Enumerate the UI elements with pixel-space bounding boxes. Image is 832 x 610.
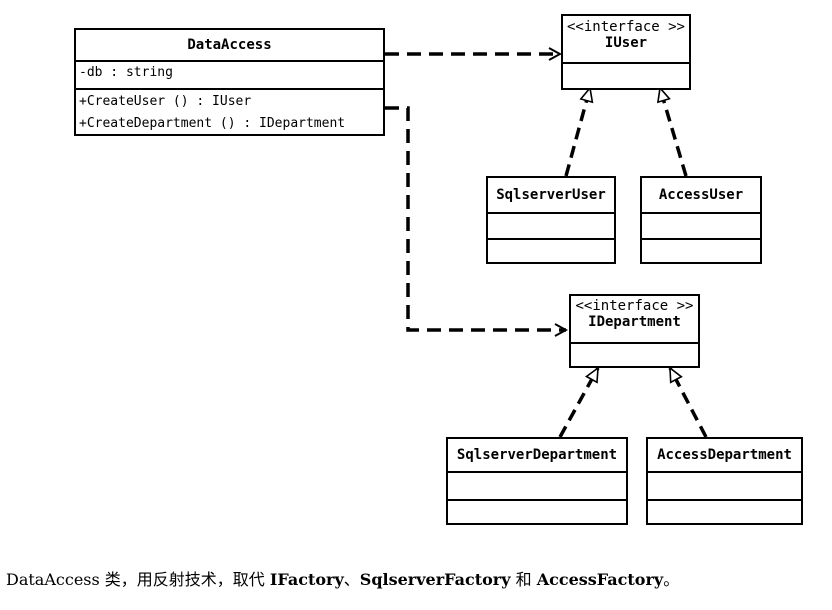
class-sqlserverdepartment-name: SqlserverDepartment bbox=[456, 447, 618, 463]
class-accessdepartment-name: AccessDepartment bbox=[657, 447, 792, 463]
class-accessuser: AccessUser bbox=[640, 176, 762, 264]
class-sqlserveruser: SqlserverUser bbox=[486, 176, 616, 264]
realization-sqlserverdept-idepartment bbox=[558, 366, 600, 438]
caption-text: DataAccess 类，用反射技术，取代 bbox=[6, 570, 270, 589]
interface-iuser-name: IUser bbox=[604, 35, 648, 51]
dependency-dataaccess-idepartment bbox=[385, 106, 566, 330]
stereotype-label: <<interface >> bbox=[575, 298, 694, 314]
class-accessuser-name: AccessUser bbox=[658, 187, 744, 203]
realization-accessdept-idepartment bbox=[668, 366, 708, 438]
caption-and: 和 bbox=[510, 570, 537, 589]
stereotype-label: <<interface >> bbox=[566, 19, 685, 35]
figure-caption: DataAccess 类，用反射技术，取代 IFactory、Sqlserver… bbox=[6, 566, 826, 590]
interface-idepartment: <<interface >> IDepartment bbox=[569, 294, 700, 368]
class-accessdepartment: AccessDepartment bbox=[646, 437, 803, 525]
realization-sqlserveruser-iuser bbox=[564, 86, 594, 177]
caption-separator: 、 bbox=[343, 570, 360, 589]
operation-create-department: +CreateDepartment () : IDepartment bbox=[79, 116, 346, 131]
class-dataaccess: DataAccess -db : string +CreateUser () :… bbox=[74, 28, 385, 136]
operation-create-user: +CreateUser () : IUser bbox=[79, 94, 252, 109]
caption-sqlserverfactory: SqlserverFactory bbox=[359, 570, 511, 589]
interface-iuser: <<interface >> IUser bbox=[561, 14, 691, 90]
realization-accessuser-iuser bbox=[656, 86, 688, 177]
interface-idepartment-name: IDepartment bbox=[588, 314, 681, 330]
caption-accessfactory: AccessFactory bbox=[536, 570, 664, 589]
class-sqlserveruser-name: SqlserverUser bbox=[496, 187, 606, 203]
class-sqlserverdepartment: SqlserverDepartment bbox=[446, 437, 628, 525]
caption-ifactory: IFactory bbox=[269, 570, 344, 589]
class-dataaccess-name: DataAccess bbox=[187, 37, 272, 53]
caption-end: 。 bbox=[663, 570, 680, 589]
attribute-db: -db : string bbox=[79, 65, 173, 80]
